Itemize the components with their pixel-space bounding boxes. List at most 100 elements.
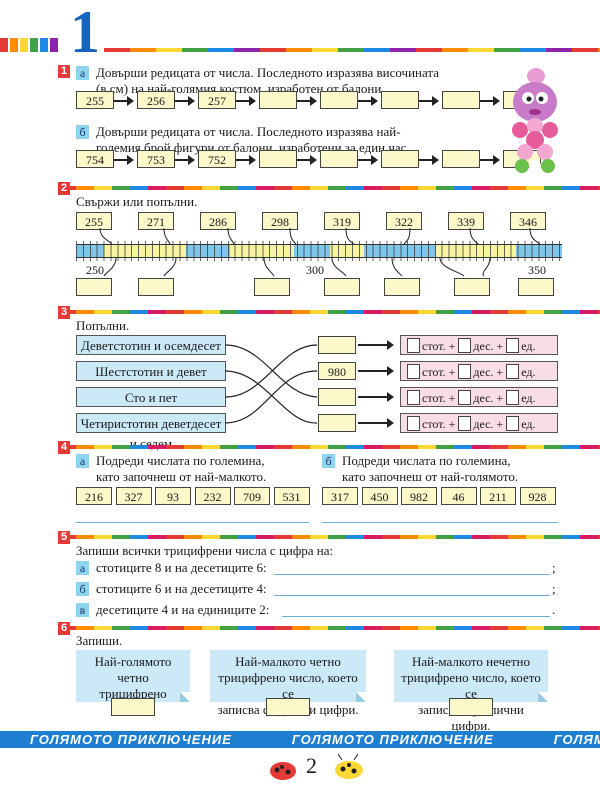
sequence-box[interactable] bbox=[259, 91, 297, 109]
sequence-box[interactable] bbox=[442, 150, 480, 168]
digit-input[interactable] bbox=[407, 338, 420, 353]
number-box: 450 bbox=[361, 487, 398, 505]
digit-input[interactable] bbox=[407, 416, 420, 431]
task-1a-text: Довърши редицата от числа. Последното из… bbox=[96, 65, 440, 96]
arrow-icon bbox=[236, 96, 256, 106]
sequence-box[interactable] bbox=[381, 150, 419, 168]
answer-line-4b[interactable] bbox=[322, 522, 558, 523]
answer-box[interactable] bbox=[449, 698, 493, 716]
digit-input[interactable] bbox=[407, 364, 420, 379]
digit-input[interactable] bbox=[506, 338, 520, 353]
number-line bbox=[76, 241, 562, 261]
arrow-icon bbox=[175, 155, 195, 165]
sequence-box[interactable] bbox=[259, 150, 297, 168]
place-value-box: стот. +дес. +ед. bbox=[400, 387, 558, 407]
answer-line[interactable] bbox=[274, 574, 550, 575]
sequence-box: 754 bbox=[76, 150, 114, 168]
section-6-line bbox=[58, 626, 600, 630]
number-box[interactable] bbox=[318, 388, 356, 406]
badge-5-1: а bbox=[76, 561, 89, 575]
section-1-number: 1 bbox=[58, 65, 70, 78]
digit-input[interactable] bbox=[506, 364, 520, 379]
section-5-instruction: Запиши всички трицифрени числа с цифра н… bbox=[76, 543, 334, 558]
digit-input[interactable] bbox=[458, 416, 472, 431]
section-4-number: 4 bbox=[58, 441, 70, 454]
place-value-box: стот. +дес. +ед. bbox=[400, 413, 558, 433]
sequence-box[interactable] bbox=[381, 91, 419, 109]
section-2-line bbox=[58, 186, 600, 190]
answer-box[interactable] bbox=[454, 278, 490, 296]
number-box: 216 bbox=[76, 487, 112, 505]
answer-line-4a[interactable] bbox=[76, 522, 309, 523]
number-box: 286 bbox=[200, 212, 236, 230]
item-text: стотиците 6 и на десетиците 4: bbox=[96, 581, 267, 596]
number-box[interactable] bbox=[318, 414, 356, 432]
sequence-box: 256 bbox=[137, 91, 175, 109]
answer-box[interactable] bbox=[138, 278, 174, 296]
place-label-h: стот. + bbox=[422, 417, 456, 431]
sequence-box[interactable] bbox=[320, 150, 358, 168]
sequence-box[interactable] bbox=[320, 91, 358, 109]
number-word-4: Четиристотин деветдесет и седем bbox=[76, 413, 226, 451]
digit-input[interactable] bbox=[458, 338, 472, 353]
place-label-u: ед. bbox=[521, 339, 536, 353]
section-3-line bbox=[58, 310, 600, 314]
answer-box[interactable] bbox=[76, 278, 112, 296]
answer-box[interactable] bbox=[111, 698, 155, 716]
header-stripes bbox=[0, 38, 60, 52]
arrow-icon bbox=[419, 96, 439, 106]
ladybug-red-icon bbox=[270, 762, 296, 780]
chapter-number: 1 bbox=[70, 0, 100, 65]
ruler-label-250: 250 bbox=[86, 263, 104, 277]
digit-input[interactable] bbox=[407, 390, 420, 405]
section-2-instruction: Свържи или попълни. bbox=[76, 194, 198, 209]
answer-box[interactable] bbox=[266, 698, 310, 716]
ruler-label-300: 300 bbox=[306, 263, 324, 277]
digit-input[interactable] bbox=[458, 390, 472, 405]
badge-1a: а bbox=[76, 66, 89, 80]
place-label-t: дес. + bbox=[473, 365, 504, 379]
arrow-icon bbox=[114, 155, 134, 165]
number-box: 339 bbox=[448, 212, 484, 230]
number-box: 298 bbox=[262, 212, 298, 230]
answer-line[interactable] bbox=[274, 595, 550, 596]
place-label-u: ед. bbox=[521, 365, 536, 379]
digit-input[interactable] bbox=[506, 390, 520, 405]
answer-box[interactable] bbox=[324, 278, 360, 296]
answer-box[interactable] bbox=[518, 278, 554, 296]
arrow-icon bbox=[114, 96, 134, 106]
place-value-box: стот. +дес. +ед. bbox=[400, 361, 558, 381]
section-2-number: 2 bbox=[58, 182, 70, 195]
number-word-2: Шестстотин и девет bbox=[76, 361, 226, 381]
header-line bbox=[104, 48, 600, 52]
arrow-icon bbox=[175, 96, 195, 106]
digit-input[interactable] bbox=[458, 364, 472, 379]
number-box: 982 bbox=[401, 487, 437, 505]
section-3-number: 3 bbox=[58, 306, 70, 319]
number-box: 319 bbox=[324, 212, 360, 230]
sequence-box: 257 bbox=[198, 91, 236, 109]
digit-input[interactable] bbox=[506, 416, 520, 431]
badge-5-3: в bbox=[76, 603, 89, 617]
answer-line[interactable] bbox=[282, 616, 550, 617]
number-box: 271 bbox=[138, 212, 174, 230]
badge-1b: б bbox=[76, 125, 89, 139]
sequence-box[interactable] bbox=[442, 91, 480, 109]
punctuation: ; bbox=[552, 560, 556, 575]
badge-5-2: б bbox=[76, 582, 89, 596]
note-line: трицифрено число, което се bbox=[218, 670, 358, 701]
place-label-t: дес. + bbox=[473, 391, 504, 405]
answer-box[interactable] bbox=[254, 278, 290, 296]
number-box[interactable] bbox=[318, 336, 356, 354]
arrow-icon bbox=[358, 418, 394, 428]
place-label-h: стот. + bbox=[422, 391, 456, 405]
number-word-1: Деветстотин и осемдесет bbox=[76, 335, 226, 355]
answer-box[interactable] bbox=[384, 278, 420, 296]
place-label-t: дес. + bbox=[473, 339, 504, 353]
arrow-icon bbox=[358, 392, 394, 402]
punctuation: ; bbox=[552, 581, 556, 596]
number-box: 709 bbox=[234, 487, 270, 505]
badge-4a: а bbox=[76, 454, 89, 468]
